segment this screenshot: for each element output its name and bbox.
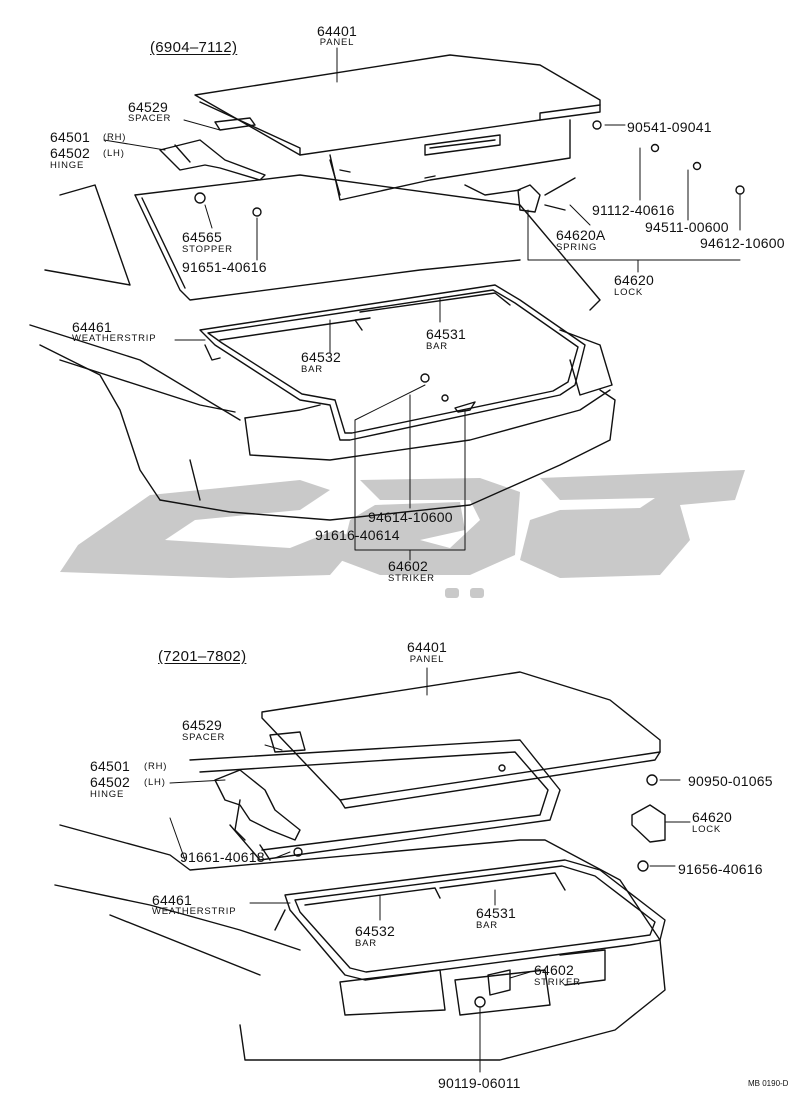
top-weatherstrip-name: WEATHERSTRIP [72,333,157,344]
bottom-lock-name: LOCK [692,824,722,835]
bottom-bars [304,872,566,906]
bottom-panel-number: 64401 [407,639,447,655]
top-bolt-90541: 90541-09041 [627,119,712,135]
bottom-bar-lh-name: BAR [355,938,377,949]
top-weatherstrip-number: 64461 [72,319,112,335]
bottom-nut-90950: 90950-01065 [688,773,773,789]
top-weatherstrip [199,284,586,441]
bottom-panel-name: PANEL [409,654,445,665]
top-nut-94612: 94612-10600 [700,235,785,251]
bottom-bar-rh-number: 64531 [476,905,516,921]
bottom-hinge-lh-number: 64502 [90,774,130,790]
top-bolt-91112: 91112-40616 [592,202,675,218]
watermark-logo [60,470,745,598]
top-spring-name: SPRING [556,242,598,253]
top-hinge-rh-side: (RH) [103,132,127,143]
top-bars [219,292,511,341]
bottom-spacer-name: SPACER [182,732,226,743]
top-stopper-number: 64565 [182,229,222,245]
bottom-striker-number: 64602 [534,962,574,978]
top-car-body [29,174,616,521]
top-hinge-lh-number: 64502 [50,145,90,161]
top-stopper-name: STOPPER [182,244,233,255]
top-bar-lh-name: BAR [301,364,323,375]
top-lock-number: 64620 [614,272,654,288]
bottom-bolt-90119: 90119-06011 [438,1075,521,1091]
top-leader-lines [103,47,741,561]
top-bar-rh-number: 64531 [426,326,466,342]
bottom-weatherstrip [274,859,666,981]
bottom-lock-striker [487,804,666,996]
top-hinge-name: HINGE [50,160,85,171]
top-hinge-lh-side: (LH) [103,148,125,159]
bottom-hinge-lh-side: (LH) [144,777,166,788]
top-hinge-rh-number: 64501 [50,129,90,145]
bottom-spacer-number: 64529 [182,717,222,733]
bottom-trunk-panel [261,671,661,809]
top-panel-number: 64401 [317,23,357,39]
top-striker-name: STRIKER [388,573,435,584]
bottom-bar-lh-number: 64532 [355,923,395,939]
top-nut-94614: 94614-10600 [368,509,453,525]
top-range-label: (6904–7112) [150,39,238,56]
bottom-lock-number: 64620 [692,809,732,825]
top-spacer-name: SPACER [128,113,172,124]
top-spacer-number: 64529 [128,99,168,115]
bottom-leader-lines [169,667,691,1073]
top-bar-lh-number: 64532 [301,349,341,365]
bottom-weatherstrip-name: WEATHERSTRIP [152,906,237,917]
top-hinge [159,117,266,181]
top-spring-number: 64620A [556,227,606,243]
top-striker-number: 64602 [388,558,428,574]
bottom-bolt-91656: 91656-40616 [678,861,763,877]
bottom-hinge-name: HINGE [90,789,125,800]
top-panel-name: PANEL [319,37,355,48]
top-lock-name: LOCK [614,287,644,298]
bottom-hinge-rh-side: (RH) [144,761,168,772]
top-bolt-91616: 91616-40614 [315,527,400,543]
bottom-car-body [54,739,666,1061]
bottom-hinge-rh-number: 64501 [90,758,130,774]
bottom-bolt-91661: 91661-40618 [180,849,265,865]
top-trunk-panel [194,54,601,201]
top-lock-spring [464,177,576,213]
top-bolt-91651: 91651-40616 [182,259,267,275]
bottom-hinge [214,731,306,861]
top-nut-94511: 94511-00600 [645,219,729,235]
bottom-fasteners [293,774,658,1008]
bottom-striker-name: STRIKER [534,977,581,988]
bottom-bar-rh-name: BAR [476,920,498,931]
bottom-weatherstrip-number: 64461 [152,892,192,908]
top-fasteners [194,120,745,413]
bottom-range-label: (7201–7802) [158,648,247,665]
diagram-code: MB 0190-D [748,1079,789,1088]
top-bar-rh-name: BAR [426,341,448,352]
